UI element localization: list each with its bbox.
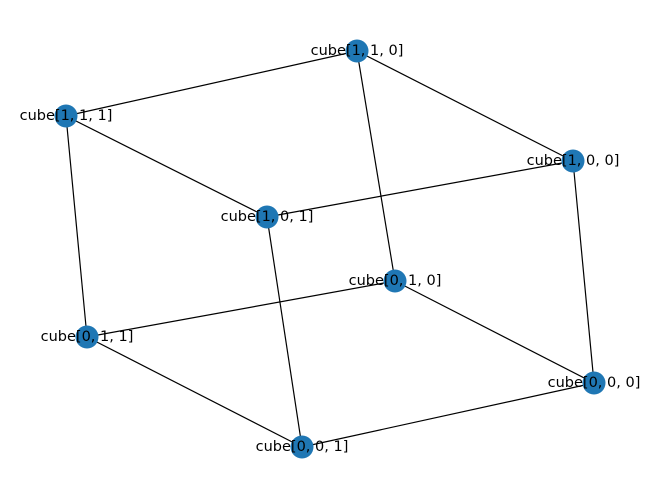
edge-n010-n011 bbox=[86, 280, 396, 338]
node-n100 bbox=[561, 149, 585, 173]
node-label-n101: cube[1, 0, 1] bbox=[221, 209, 314, 225]
edge-n000-n001 bbox=[301, 382, 595, 448]
node-n000 bbox=[582, 371, 606, 395]
node-n110 bbox=[345, 39, 369, 63]
node-n010 bbox=[383, 269, 407, 293]
nodes-layer bbox=[54, 39, 606, 459]
node-label-n000: cube[0, 0, 0] bbox=[548, 375, 641, 391]
node-label-n110: cube[1, 1, 0] bbox=[311, 43, 404, 59]
edge-n011-n001 bbox=[86, 336, 303, 448]
edge-n111-n011 bbox=[65, 115, 88, 338]
node-n001 bbox=[290, 435, 314, 459]
edge-n110-n100 bbox=[356, 50, 574, 162]
labels-layer: cube[1, 1, 0] cube[1, 1, 1] cube[1, 0, 0] c… bbox=[20, 43, 641, 455]
node-label-n111: cube[1, 1, 1] bbox=[20, 108, 113, 124]
node-n101 bbox=[255, 205, 279, 229]
node-n011 bbox=[75, 325, 99, 349]
edge-n100-n000 bbox=[572, 160, 595, 384]
edge-n110-n111 bbox=[65, 50, 358, 117]
node-label-n001: cube[0, 0, 1] bbox=[256, 439, 349, 455]
edge-n100-n101 bbox=[266, 160, 574, 218]
edge-n101-n001 bbox=[266, 216, 303, 448]
node-label-n010: cube[0, 1, 0] bbox=[349, 273, 442, 289]
node-label-n011: cube[0, 1, 1] bbox=[41, 329, 134, 345]
node-n111 bbox=[54, 104, 78, 128]
edge-n111-n101 bbox=[65, 115, 268, 218]
edge-n110-n010 bbox=[356, 50, 396, 282]
edges-layer bbox=[65, 50, 595, 448]
node-label-n100: cube[1, 0, 0] bbox=[527, 153, 620, 169]
edge-n010-n000 bbox=[394, 280, 595, 384]
